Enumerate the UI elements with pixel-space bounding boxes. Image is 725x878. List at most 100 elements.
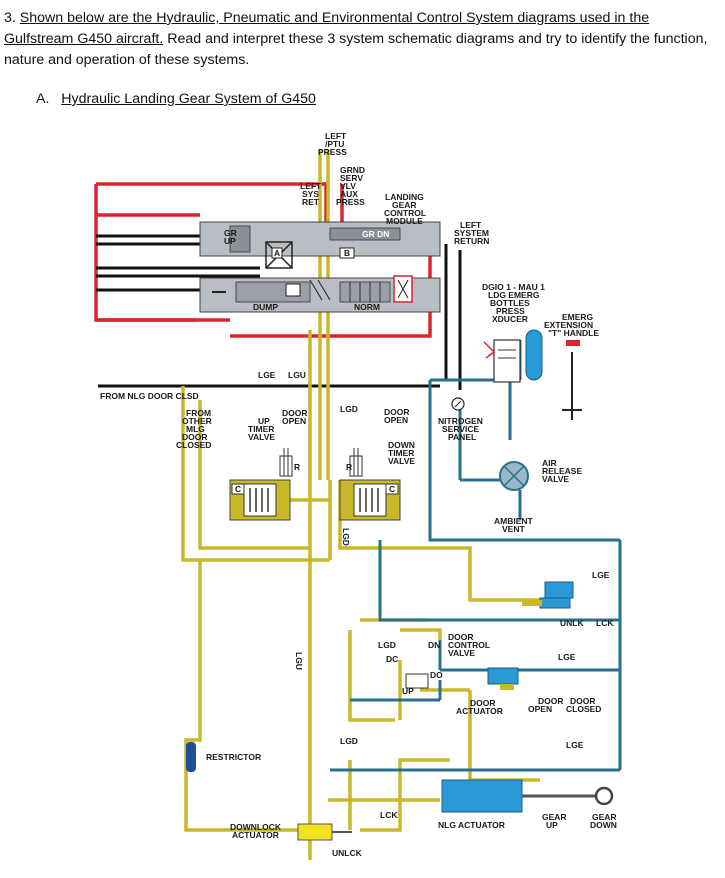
question-number: 3.	[4, 10, 16, 26]
question-part-3: Read and interpret these 3 system schema…	[4, 31, 708, 68]
label-restrictor: RESTRICTOR	[206, 752, 261, 762]
label-gear-up-1: GEAR	[542, 812, 567, 822]
label-down-timer-1: DOWN	[388, 440, 415, 450]
label-grnd-5: PRESS	[336, 197, 365, 207]
label-lsr-2: SYSTEM	[454, 228, 489, 238]
label-c1: C	[235, 484, 241, 494]
label-door-ctrl-1: DOOR	[448, 632, 474, 642]
timer-valve-components	[229, 448, 401, 521]
label-door-act-2: ACTUATOR	[456, 706, 503, 716]
label-lgcm-4: MODULE	[386, 216, 423, 226]
label-lgu-vertical: LGU	[294, 652, 304, 670]
label-door-open2-1: DOOR	[384, 407, 410, 417]
label-nitrogen-1: NITROGEN	[438, 416, 483, 426]
label-nitrogen-3: PANEL	[448, 432, 476, 442]
label-gear-down-1: GEAR	[592, 812, 617, 822]
label-r1: R	[294, 462, 300, 472]
label-r2: R	[346, 462, 352, 472]
label-emerg-3: "T" HANDLE	[548, 328, 599, 338]
label-dgio-2: LDG EMERG	[488, 290, 540, 300]
label-door-open3-1: DOOR	[538, 696, 564, 706]
return-lines	[96, 234, 462, 390]
label-ambient-1: AMBIENT	[494, 516, 534, 526]
label-air-2: RELEASE	[542, 466, 582, 476]
question-part-1: Shown below are the Hydraulic, Pneumatic…	[19, 10, 650, 26]
label-lgd-3: LGD	[340, 736, 358, 746]
label-lgcm-3: CONTROL	[384, 208, 426, 218]
label-dgio-3: BOTTLES	[490, 298, 530, 308]
label-from-nlg: FROM NLG DOOR CLSD	[100, 391, 199, 401]
label-lgd-2: LGD	[378, 640, 396, 650]
label-door-open-1: DOOR	[282, 408, 308, 418]
label-dn: DN	[428, 640, 440, 650]
label-lge: LGE	[258, 370, 276, 380]
emergency-components	[451, 329, 582, 491]
label-from-other-3: MLG	[186, 424, 205, 434]
pressure-lines	[94, 182, 432, 338]
label-air-3: VALVE	[542, 474, 569, 484]
label-lge-r1: LGE	[592, 570, 610, 580]
label-lsr-3: RETURN	[454, 236, 489, 246]
label-nitrogen-2: SERVICE	[442, 424, 479, 434]
label-down-timer-2: TIMER	[388, 448, 414, 458]
label-down-timer-3: VALVE	[388, 456, 415, 466]
label-up-small: UP	[402, 686, 414, 696]
label-air-1: AIR	[542, 458, 557, 468]
label-door-ctrl-2: CONTROL	[448, 640, 490, 650]
label-lgcm-1: LANDING	[385, 192, 424, 202]
label-door-closed-2: CLOSED	[566, 704, 601, 714]
label-emerg-2: EXTENSION	[544, 320, 593, 330]
label-lgd-vertical: LGD	[341, 528, 351, 546]
landing-gear-control-module	[199, 221, 441, 313]
label-emerg-1: EMERG	[562, 312, 594, 322]
label-door-open-2: OPEN	[282, 416, 306, 426]
label-door-act-1: DOOR	[470, 698, 496, 708]
label-grnd-3: VLV	[340, 181, 356, 191]
label-lge-r2: LGE	[558, 652, 576, 662]
label-norm: NORM	[354, 302, 380, 312]
label-unlk: UNLK	[560, 618, 584, 628]
label-door-open2-2: OPEN	[384, 415, 408, 425]
label-c2: C	[389, 484, 395, 494]
label-nlg-actuator: NLG ACTUATOR	[438, 820, 505, 830]
label-grnd-2: SERV	[340, 173, 363, 183]
label-gear-up-2: UP	[546, 820, 558, 830]
label-left-sys-1: LEFT	[300, 181, 322, 191]
label-a: A	[274, 248, 280, 258]
label-door-closed-1: DOOR	[570, 696, 596, 706]
label-lsr-1: LEFT	[460, 220, 482, 230]
label-from-other-4: DOOR	[182, 432, 208, 442]
label-up-timer-1: UP	[258, 416, 270, 426]
label-do: DO	[430, 670, 443, 680]
label-dgio-1: DGIO 1 - MAU 1	[482, 282, 545, 292]
label-left-sys-2: SYS	[302, 189, 319, 199]
label-downlock-1: DOWNLOCK	[230, 822, 282, 832]
section-letter: A.	[36, 91, 50, 107]
label-gear-down-2: DOWN	[590, 820, 617, 830]
label-gr: GR	[224, 228, 237, 238]
label-door-open3-2: OPEN	[528, 704, 552, 714]
label-b: B	[344, 248, 350, 258]
label-up-timer-2: TIMER	[248, 424, 274, 434]
label-dgio-5: XDUCER	[492, 314, 528, 324]
pneumatic-lines	[330, 340, 622, 772]
label-lck-2: LCK	[380, 810, 398, 820]
label-left-sys-3: RET	[302, 197, 320, 207]
question-text: 3. Shown below are the Hydraulic, Pneuma…	[4, 8, 720, 71]
label-unlck: UNLCK	[332, 848, 363, 858]
section-heading: A. Hydraulic Landing Gear System of G450	[36, 91, 316, 107]
label-left-ptu-3: PRESS	[318, 147, 347, 157]
label-lgu: LGU	[288, 370, 306, 380]
label-left-ptu-1: LEFT	[325, 131, 347, 141]
label-from-other-1: FROM	[186, 408, 211, 418]
label-dump: DUMP	[253, 302, 278, 312]
label-gr-dn: GR DN	[362, 229, 389, 239]
label-dgio-4: PRESS	[496, 306, 525, 316]
label-ambient-2: VENT	[502, 524, 525, 534]
section-title: Hydraulic Landing Gear System of G450	[61, 91, 316, 107]
label-lgcm-2: GEAR	[392, 200, 417, 210]
label-from-other-2: OTHER	[182, 416, 212, 426]
label-lge-r3: LGE	[566, 740, 584, 750]
actuators	[186, 581, 614, 841]
